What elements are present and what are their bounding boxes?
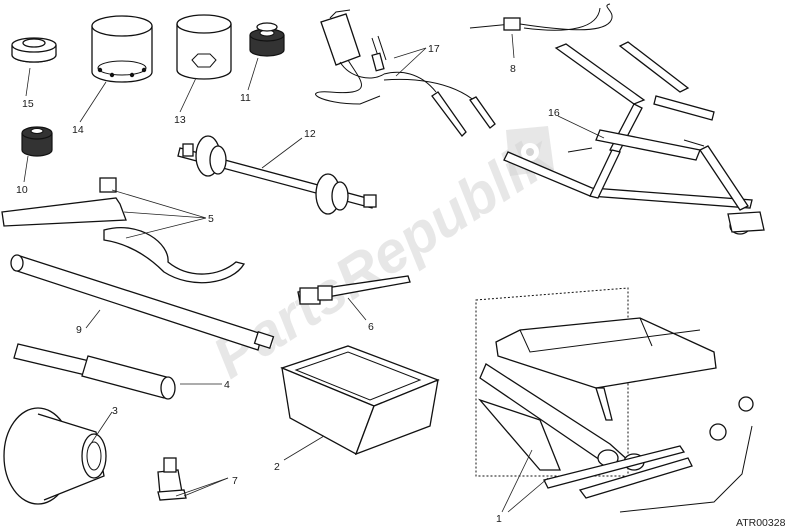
part-15-bushing [11,37,57,63]
part-3-flanged-adapter [3,407,107,505]
part-11-rubber-bushing [249,22,285,57]
drawing-code: ATR00328 [736,517,786,529]
callout-9: 9 [76,324,82,336]
part-7-fittings [157,457,187,501]
callout-4: 4 [224,379,230,391]
callout-14: 14 [72,124,84,136]
callout-12: 12 [304,128,316,140]
callout-8: 8 [510,63,516,75]
callout-7: 7 [232,475,238,487]
callout-6: 6 [368,321,374,333]
part-17-battery-charger [315,9,496,137]
part-2-tray [280,345,440,456]
callout-16: 16 [548,107,560,119]
callout-labels: 15 14 13 11 10 12 5 9 4 3 7 2 6 17 8 16 … [16,43,560,525]
part-4-drift-set [13,343,176,400]
callout-5: 5 [208,213,214,225]
part-9-tube [10,254,275,351]
part-10-rubber-bushing [21,126,53,157]
callout-17: 17 [428,43,440,55]
callout-1: 1 [496,513,502,525]
part-14-cup-socket [91,15,153,83]
callout-11: 11 [240,92,251,104]
part-13-hex-socket [176,14,232,80]
part-8-cable-connector [469,3,613,31]
callout-13: 13 [174,114,186,126]
callout-3: 3 [112,405,118,417]
callout-15: 15 [22,98,34,110]
callout-2: 2 [274,461,280,473]
part-6-puller [297,275,411,305]
leader-lines [23,33,605,513]
part-5-wrenches [1,177,246,284]
callout-10: 10 [16,184,28,196]
part-1-stand-assembly [475,287,754,513]
part-16-paddock-stand [503,41,765,235]
part-12-axle [177,135,377,215]
